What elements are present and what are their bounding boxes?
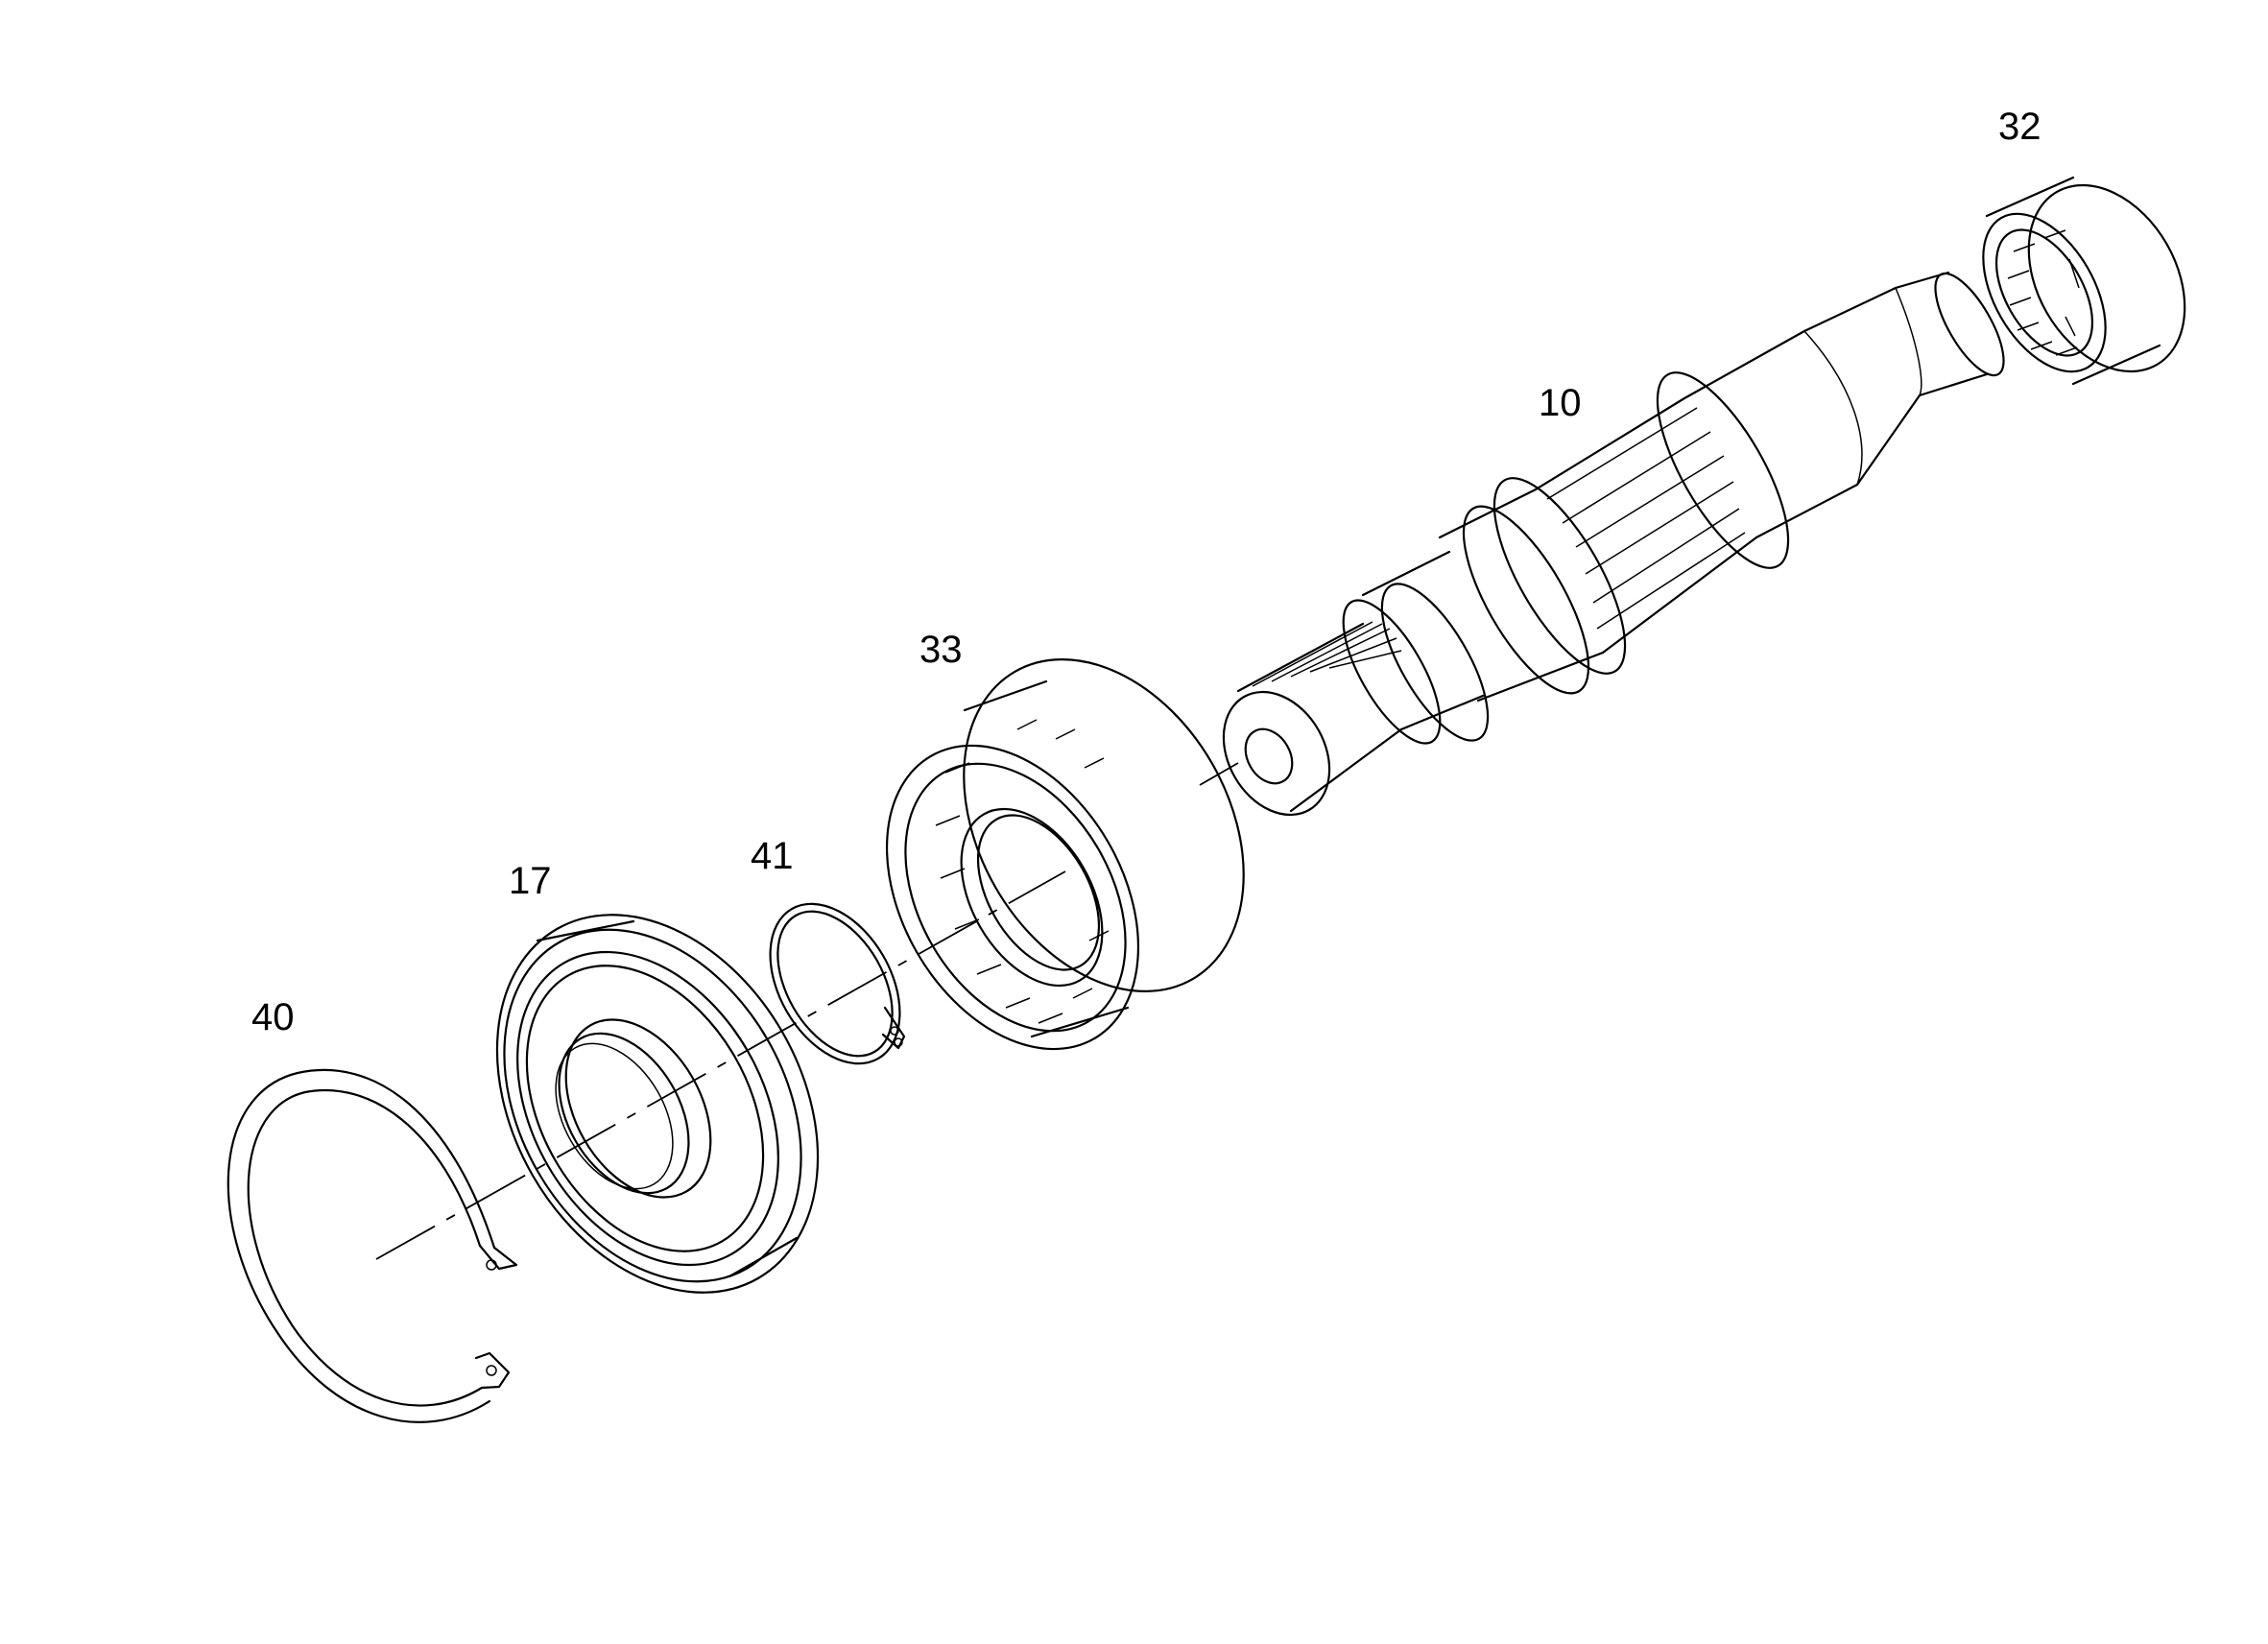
callout-40: 40 [251,996,295,1038]
snap-ring-41 [769,902,906,1065]
roller-bearing-32 [1982,176,2186,386]
callout-32: 32 [1998,106,2041,148]
bearing-33 [885,658,1245,1051]
center-axis [375,762,1239,1260]
splined-shaft-10 [1222,271,2005,817]
callout-17: 17 [509,860,552,902]
seal-17 [495,914,820,1294]
callout-10: 10 [1539,382,1582,424]
callout-41: 41 [751,835,794,877]
snap-ring-40 [227,1068,518,1423]
callout-33: 33 [919,629,963,671]
